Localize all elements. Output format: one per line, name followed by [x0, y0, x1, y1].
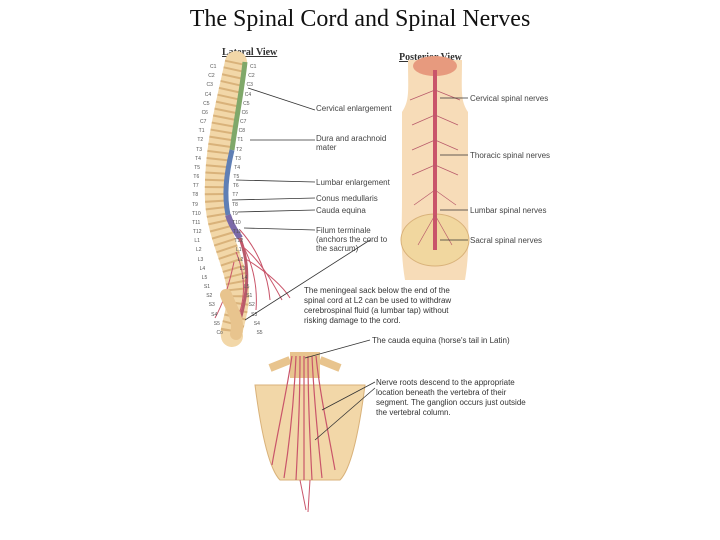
vertebra-label-right-t5: T5: [233, 174, 240, 181]
vertebra-label-left-t11: T11: [192, 219, 201, 226]
coccygeal-nerves: [299, 479, 311, 513]
vertebra-label-left-t6: T6: [193, 174, 200, 181]
closeup-leaders: [304, 339, 376, 441]
vertebra-label-left-t1: T1: [198, 128, 205, 135]
vertebra-label-left-c1: C1: [210, 64, 217, 70]
vertebra-label-right-t9: T9: [232, 210, 238, 217]
vertebra-label-left-s1: S1: [203, 284, 211, 291]
vertebra-label-right-t1: T1: [237, 137, 244, 144]
posterior-leaders: [440, 97, 468, 241]
vertebra-label-right-t11: T11: [232, 229, 242, 236]
vertebra-label-left-t10: T10: [192, 210, 201, 217]
vertebra-label-left-t8: T8: [192, 192, 199, 199]
vertebra-label-left-l5: L5: [201, 274, 208, 281]
vertebra-label-left-c2: C2: [208, 73, 215, 80]
vertebra-label-left-l2: L2: [195, 247, 202, 254]
vertebra-label-left-c6: C6: [201, 109, 208, 116]
vertebra-label-left-co: Co: [216, 330, 223, 336]
vertebra-label-left-t3: T3: [196, 146, 202, 153]
vertebra-label-right-l4: L4: [241, 274, 248, 281]
vertebra-label-right-t3: T3: [235, 155, 241, 162]
cord-lumbar: [225, 214, 243, 240]
lateral-leaders: [231, 87, 371, 321]
vertebra-label-left-c5: C5: [203, 100, 210, 107]
label-lumbar-enlargement: Lumbar enlargement: [316, 178, 390, 187]
vertebra-label-right-t4: T4: [234, 164, 241, 171]
label-cervical-enlargement: Cervical enlargement: [316, 104, 392, 113]
vertebra-label-right-c3: C3: [246, 82, 253, 89]
cord-cervical: [229, 61, 248, 151]
vertebra-label-right-t12: T12: [234, 238, 243, 245]
page-title: The Spinal Cord and Spinal Nerves: [189, 6, 531, 32]
vertebra-label-right-t10: T10: [232, 219, 241, 226]
label-cauda-equina: Cauda equina: [316, 206, 366, 215]
vertebra-label-right-l2: L2: [237, 256, 244, 263]
vertebra-label-right-c7: C7: [240, 119, 247, 126]
vertebra-label-left-c3: C3: [206, 82, 213, 89]
vertebra-label-right-s4: S4: [253, 320, 260, 327]
note-meningeal-sack: The meningeal sack below the end of the …: [304, 286, 452, 325]
label-lumbar-spinal-nerves: Lumbar spinal nerves: [470, 206, 547, 215]
vertebra-processes: [268, 356, 342, 372]
note-nerve-roots: Nerve roots descend to the appropriate l…: [376, 378, 526, 417]
vertebra-label-right-l3: L3: [239, 265, 246, 272]
vertebra-label-left-t5: T5: [194, 164, 201, 171]
vertebra-label-left-l1: L1: [194, 238, 200, 245]
vertebra-label-right-c4: C4: [244, 91, 252, 98]
vertebra-label-left-t2: T2: [197, 137, 204, 144]
vertebra-label-left-c4: C4: [204, 91, 212, 98]
vertebra-label-left-s5: S5: [213, 320, 220, 327]
vertebra-label-left-t4: T4: [195, 155, 201, 162]
vertebra-label-right-t6: T6: [232, 183, 239, 190]
posterior-brainstem: [413, 56, 457, 76]
vertebra-label-left-s2: S2: [206, 293, 213, 300]
vertebra-label-right-c6: C6: [241, 109, 248, 116]
posterior-nerves: [409, 89, 461, 246]
cord-thoracic: [223, 149, 235, 216]
vertebra-label-left-l4: L4: [199, 265, 206, 272]
vertebra-label-right-l5: L5: [243, 284, 250, 291]
vertebra-label-left-s4: S4: [211, 311, 218, 318]
label-conus-medullaris: Conus medullaris: [316, 194, 378, 203]
label-thoracic-spinal-nerves: Thoracic spinal nerves: [470, 151, 551, 160]
vertebra-label-right-t7: T7: [232, 192, 239, 199]
vertebra-label-right-s1: S1: [246, 293, 253, 300]
vertebra-label-right-s2: S2: [248, 302, 255, 309]
vertebra-label-right-s3: S3: [251, 311, 258, 318]
label-cervical-spinal-nerves: Cervical spinal nerves: [470, 94, 549, 103]
lateral-sacrum: [220, 289, 243, 340]
vertebra-label-right-c2: C2: [248, 73, 255, 80]
vertebra-label-right-t2: T2: [236, 146, 242, 153]
vertebra-label-left-l3: L3: [197, 256, 204, 263]
note-cauda-equina: The cauda equina (horse's tail in Latin): [372, 336, 510, 345]
vertebra-label-left-t12: T12: [192, 229, 202, 236]
vertebra-label-left-c7: C7: [200, 119, 207, 126]
vertebra-label-right-t8: T8: [232, 201, 238, 208]
vertebra-label-left-s3: S3: [208, 302, 215, 309]
vertebra-label-right-l1: L1: [235, 247, 242, 254]
cauda-closeup: [254, 352, 366, 513]
vertebra-label-left-t9: T9: [192, 201, 198, 208]
vertebra-label-right-c8: C8: [238, 128, 246, 135]
vertebra-label-right-c5: C5: [243, 100, 250, 107]
vertebra-label-right-c1: C1: [250, 64, 257, 70]
label-dura-arachnoid: Dura and arachnoid mater: [316, 134, 387, 152]
cauda-nerves: [271, 355, 336, 481]
vertebra-label-left-t7: T7: [192, 183, 199, 190]
posterior-figure: [400, 56, 470, 280]
label-filum-terminale: Filum terminale (anchors the cord to the…: [316, 226, 388, 253]
lateral-view-label: Lateral View: [222, 47, 278, 58]
vertebra-label-right-s5: S5: [256, 330, 263, 336]
lateral-spine: [204, 51, 291, 347]
label-sacral-spinal-nerves: Sacral spinal nerves: [470, 236, 543, 245]
